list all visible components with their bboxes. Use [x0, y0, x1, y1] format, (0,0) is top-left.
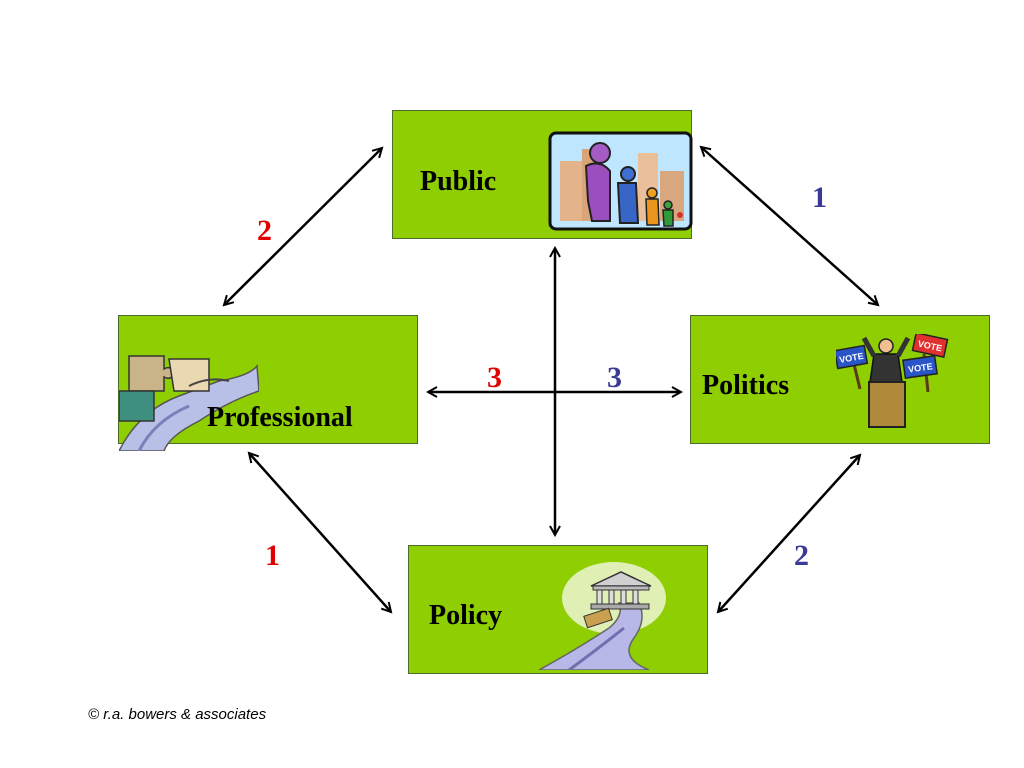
arrow-professional-policy [249, 453, 391, 612]
public-label: Public [420, 166, 497, 197]
public-box: Public [392, 110, 693, 239]
government-road-icon [539, 562, 666, 670]
policy-label: Policy [429, 600, 503, 631]
politics-box: Politics VOTE VOTE VOTE [690, 315, 990, 444]
vote-sign-bottom-right: VOTE [908, 361, 934, 374]
number-center-right: 3 [607, 361, 622, 394]
copyright-footer: © r.a. bowers & associates [88, 706, 267, 723]
number-center-left: 3 [487, 361, 502, 394]
number-professional-policy: 1 [265, 539, 280, 572]
puzzle-road-icon [119, 355, 259, 451]
number-policy-politics: 2 [794, 539, 809, 572]
number-public-politics: 1 [812, 181, 827, 214]
professional-box: Professional [118, 315, 418, 451]
number-public-professional: 2 [257, 214, 272, 247]
arrow-public-politics [701, 147, 878, 305]
arrow-policy-politics [718, 455, 860, 612]
vote-sign-top-right: VOTE [917, 339, 943, 354]
arrow-public-professional [224, 148, 382, 305]
policy-box: Policy [408, 545, 708, 674]
vote-sign-left: VOTE [838, 351, 864, 365]
family-city-icon [548, 131, 693, 231]
vote-candidate-icon: VOTE VOTE VOTE [836, 334, 949, 428]
professional-label: Professional [207, 402, 353, 433]
politics-label: Politics [702, 370, 790, 401]
